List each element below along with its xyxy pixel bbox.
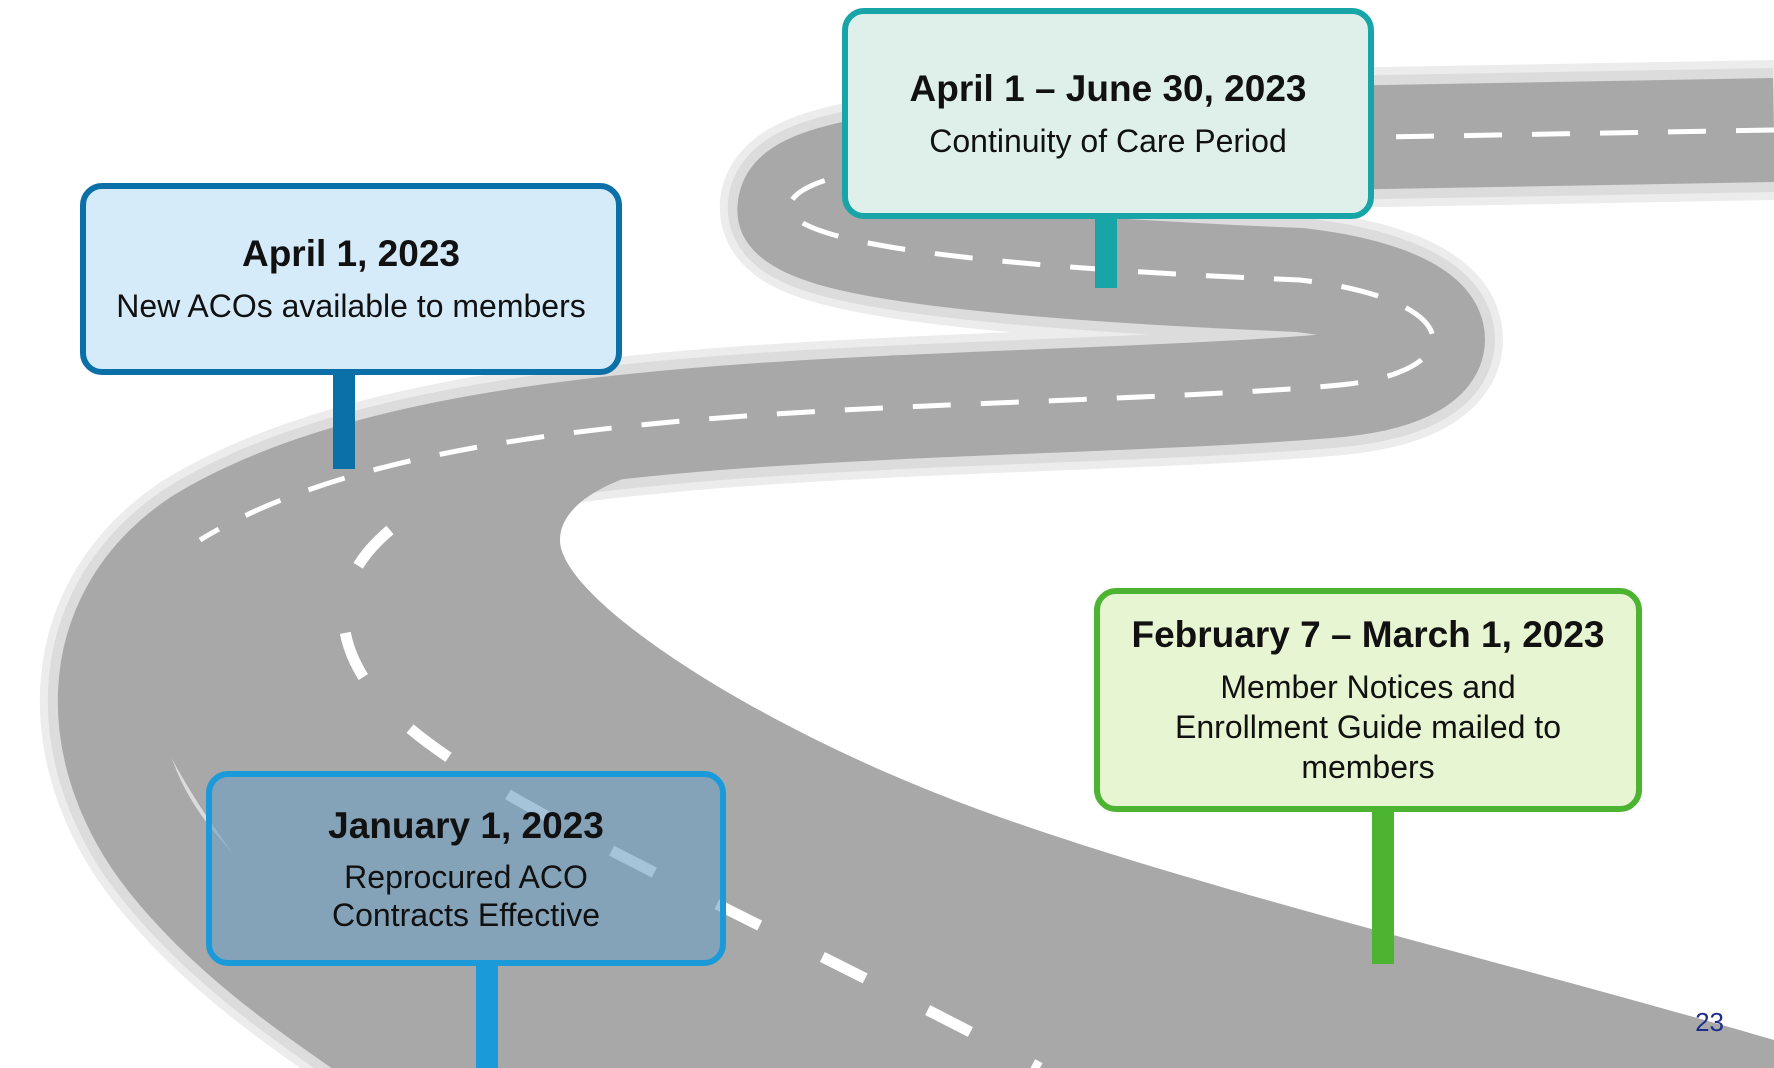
lane-markings — [198, 127, 1774, 543]
milestone-description: Continuity of Care Period — [929, 122, 1287, 159]
milestone-date: April 1 – June 30, 2023 — [909, 67, 1307, 109]
page-number: 23 — [1695, 1007, 1724, 1037]
milestone-date: January 1, 2023 — [328, 804, 604, 846]
milestone-date: February 7 – March 1, 2023 — [1131, 614, 1605, 655]
lane-markings-lower — [338, 525, 1043, 1068]
milestone-date: April 1, 2023 — [241, 233, 460, 274]
milestone-sign-feb-march: February 7 – March 1, 2023 Member Notice… — [1094, 588, 1642, 812]
sign-post-january-1 — [476, 963, 498, 1068]
sign-post-continuity — [1095, 216, 1117, 288]
sign-post-feb-march — [1372, 808, 1394, 964]
sign-post-april-1 — [333, 372, 355, 469]
milestone-description: Reprocured ACO Contracts Effective — [332, 858, 600, 933]
milestone-sign-continuity-of-care: April 1 – June 30, 2023 Continuity of Ca… — [842, 8, 1374, 219]
milestone-description: Member Notices and Enrollment Guide mail… — [1175, 669, 1561, 785]
milestone-sign-january-1: January 1, 2023 Reprocured ACO Contracts… — [206, 771, 726, 966]
milestone-description: New ACOs available to members — [116, 288, 586, 324]
milestone-sign-april-1: April 1, 2023 New ACOs available to memb… — [80, 183, 622, 375]
